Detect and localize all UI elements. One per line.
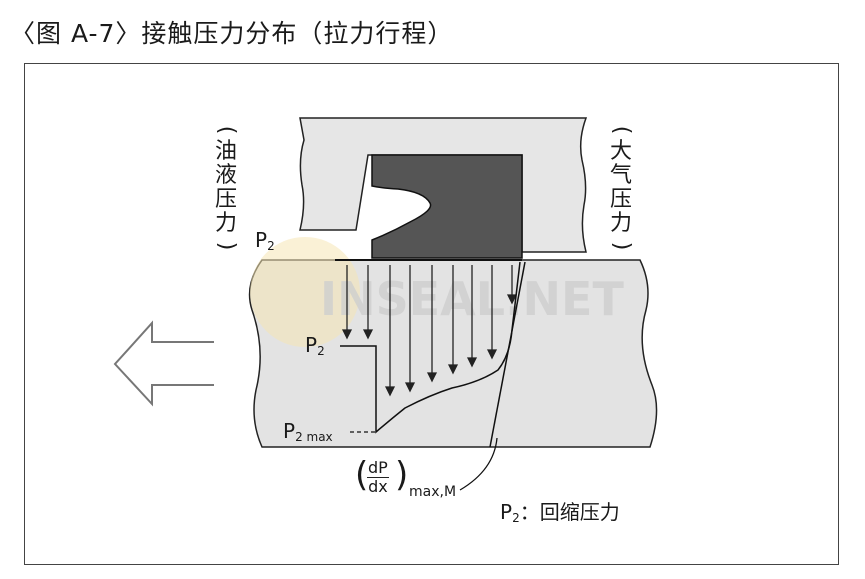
pressure-arrows bbox=[341, 265, 518, 397]
right-vertical-label: ( 大 气 压 力 ) bbox=[609, 125, 634, 251]
label-p2-mid: P2 bbox=[305, 333, 325, 358]
diagram-frame bbox=[24, 63, 839, 565]
legend-retraction-pressure: P2：回缩压力 bbox=[500, 500, 620, 525]
left-vertical-label: ( 油 液 压 力 ) bbox=[214, 125, 239, 251]
label-p2-max: P2 max bbox=[283, 419, 333, 444]
figure-title: 〈图 A-7〉接触压力分布（拉力行程） bbox=[10, 19, 454, 48]
seal bbox=[371, 154, 523, 259]
housing bbox=[299, 117, 588, 253]
watermark-logo bbox=[250, 237, 360, 347]
label-p2-top: P2 bbox=[255, 228, 275, 253]
pressure-curve bbox=[340, 261, 521, 434]
direction-arrow bbox=[113, 320, 214, 407]
